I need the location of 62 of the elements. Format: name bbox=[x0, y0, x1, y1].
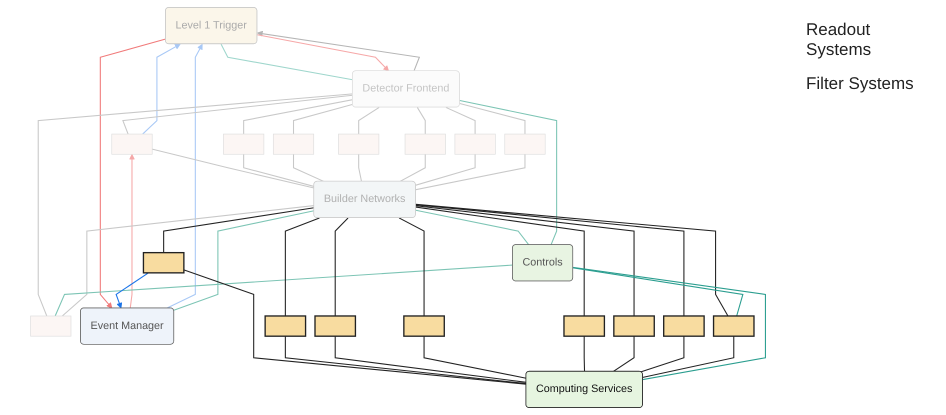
connector bbox=[460, 102, 526, 134]
node-box bbox=[504, 134, 546, 155]
node-box bbox=[712, 315, 755, 337]
connector bbox=[54, 264, 513, 316]
connector bbox=[220, 44, 353, 80]
node-box bbox=[272, 134, 314, 155]
node-box bbox=[454, 134, 496, 155]
arrow bbox=[166, 44, 203, 309]
connector bbox=[416, 154, 526, 190]
node-box bbox=[142, 252, 185, 274]
arrow bbox=[129, 154, 135, 308]
connector bbox=[640, 336, 684, 372]
connector bbox=[334, 218, 348, 316]
connector bbox=[416, 107, 426, 134]
node-box bbox=[338, 134, 380, 155]
connector bbox=[398, 217, 425, 316]
system-label: Readout Systems bbox=[806, 20, 872, 60]
node-box bbox=[223, 134, 264, 155]
connector bbox=[642, 336, 734, 378]
connector bbox=[163, 207, 314, 253]
connector bbox=[460, 100, 558, 246]
connector bbox=[122, 94, 353, 134]
connector bbox=[358, 154, 362, 182]
node-box bbox=[563, 315, 606, 337]
connector bbox=[416, 210, 530, 246]
connector bbox=[284, 336, 526, 384]
node-box bbox=[663, 315, 705, 337]
connector bbox=[573, 266, 766, 380]
connector bbox=[584, 336, 586, 372]
arrow bbox=[100, 38, 166, 308]
arrow bbox=[116, 272, 149, 308]
arrow bbox=[256, 30, 420, 72]
connector bbox=[424, 336, 526, 379]
connector bbox=[284, 217, 320, 316]
connector bbox=[292, 104, 353, 134]
connector bbox=[243, 99, 353, 134]
node-box bbox=[403, 315, 445, 337]
connector bbox=[573, 267, 744, 316]
connector bbox=[243, 154, 314, 187]
connector bbox=[184, 269, 526, 385]
connector bbox=[38, 93, 353, 316]
connector bbox=[400, 154, 426, 182]
connector bbox=[416, 154, 476, 186]
node-box bbox=[404, 134, 446, 155]
node-box bbox=[264, 315, 306, 337]
connector bbox=[358, 107, 380, 134]
connector bbox=[292, 154, 324, 182]
connector bbox=[334, 336, 526, 383]
arrow bbox=[257, 34, 389, 72]
connector bbox=[446, 106, 476, 134]
node-box bbox=[314, 315, 356, 337]
node-box bbox=[613, 315, 655, 337]
system-label: Filter Systems bbox=[806, 74, 915, 94]
connector bbox=[152, 148, 314, 188]
connector bbox=[416, 205, 635, 316]
node-box bbox=[111, 134, 153, 155]
connector bbox=[612, 336, 635, 372]
connector bbox=[62, 205, 314, 316]
connector bbox=[416, 206, 585, 316]
node-box bbox=[30, 316, 72, 337]
arrow bbox=[142, 44, 181, 134]
connector bbox=[174, 210, 314, 311]
